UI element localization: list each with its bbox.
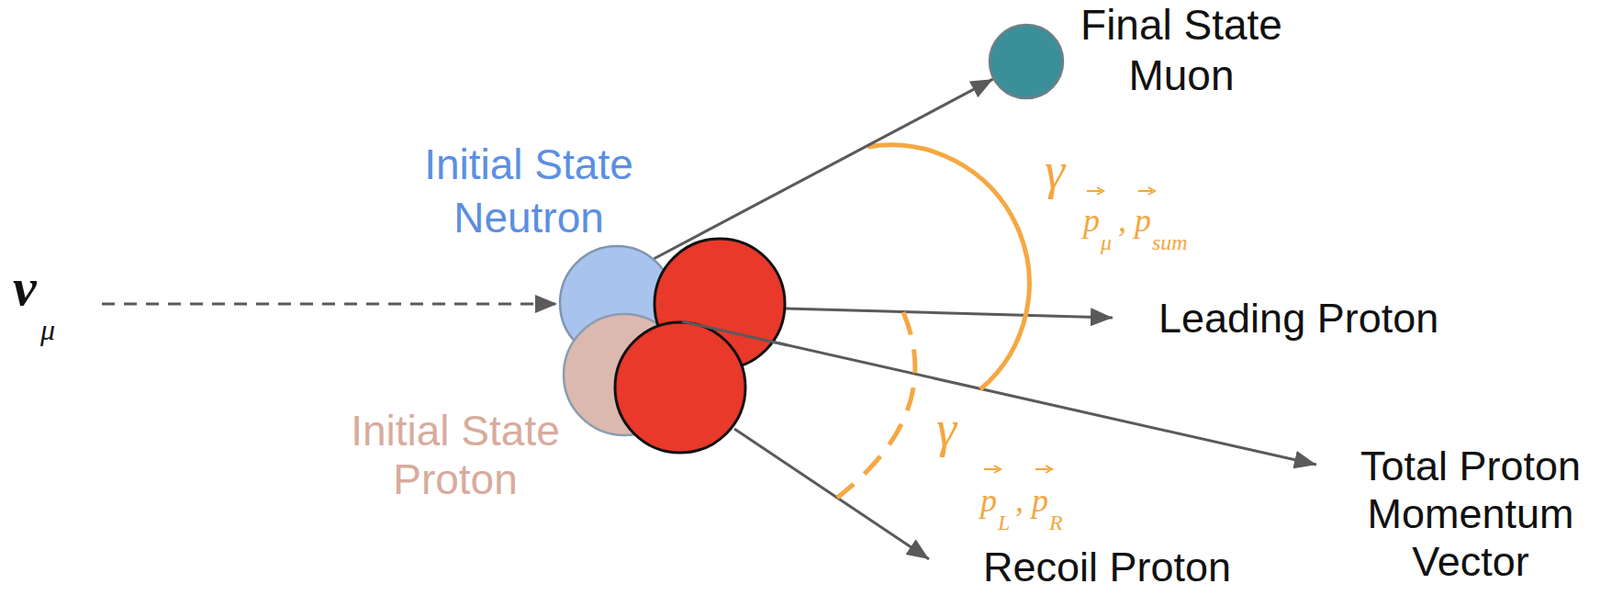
vector-arrow-head [1045,465,1052,473]
subscript: μ [1100,231,1112,254]
node-label-holder: Initial State Proton [340,406,571,504]
neutrino-symbol: ν [12,260,37,314]
circle-outline [987,22,1065,101]
subscript: L [997,511,1010,534]
momentum-symbol: p [1031,483,1049,517]
node-label: Initial State Proton [340,406,571,504]
vector-arrow-head [1148,187,1155,195]
angle-arc [867,145,1030,390]
vector-arrow-head [994,465,1001,473]
recoil-proton-circle [615,322,746,453]
circle-shape [989,24,1063,99]
final-protons [605,229,795,459]
momentum-arrow [653,78,993,259]
recoil-proton-arrow [734,428,929,560]
total-momentum-arrow [682,321,1317,465]
subscript: sum [1152,231,1188,254]
vector-arrows [984,187,1155,473]
arrow-label: Leading Proton [1158,294,1439,343]
vector-arrow [984,468,998,470]
separator: , [1015,483,1024,517]
subscript: R [1049,511,1063,534]
neutrino-beam-arrow [101,302,558,306]
node-label-holder: Final State Muon [1066,0,1297,101]
angle-symbol: γ [936,402,957,455]
muon-circle: Final State Muon [987,22,1065,101]
vector-arrow [1138,190,1153,192]
neutrino-subscript: μ [40,314,56,345]
separator: , [1118,203,1127,237]
arrow-label: Total Proton Momentum Vector [1352,442,1589,586]
node-label: Initial State Neutron [413,137,644,245]
vector-arrow [1086,190,1101,192]
node-label-holder: Initial State Neutron [413,137,644,245]
arrow-label: Recoil Proton [983,543,1231,592]
angle-arc-dashed [837,312,916,498]
vector-arrow-head [1096,187,1104,195]
momentum-symbol: p [980,483,997,517]
vector-arrow [1035,468,1050,470]
angle-symbol: γ [1044,145,1065,197]
node-label: Final State Muon [1066,0,1297,101]
leading-proton-arrow [785,308,1113,318]
total-momentum-arrow-start [682,321,788,346]
momentum-symbol: p [1134,203,1152,237]
momentum-symbol: p [1083,203,1100,237]
